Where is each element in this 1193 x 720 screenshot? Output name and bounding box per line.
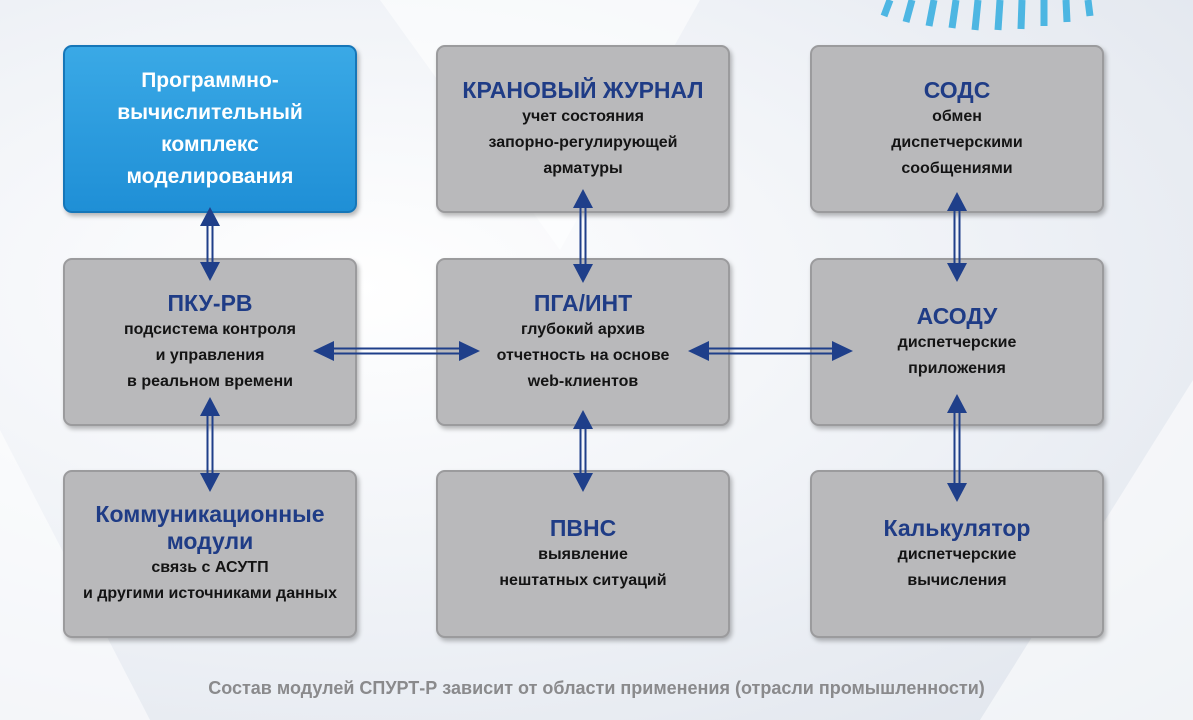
- node-description-line: и другими источниками данных: [82, 585, 337, 602]
- node-title: АСОДУ: [916, 302, 998, 329]
- node-calculator: Калькулятор диспетчерские вычисления: [810, 470, 1104, 638]
- node-description-line: учет состояния: [522, 107, 644, 125]
- node-title-line: моделирования: [126, 165, 294, 188]
- node-sods: СОДС обмен диспетчерскими сообщениями: [810, 45, 1104, 213]
- node-description-line: подсистема контроля: [123, 320, 296, 338]
- node-description-line: сообщениями: [901, 159, 1013, 177]
- node-description-line: нештатных ситуаций: [499, 571, 667, 589]
- node-title: ПГА/ИНТ: [533, 289, 633, 316]
- node-modeling-complex: Программно- вычислительный комплекс моде…: [63, 45, 357, 213]
- node-description-line: в реальном времени: [127, 372, 293, 390]
- node-description-line: связь с АСУТП: [151, 559, 269, 576]
- node-asodu: АСОДУ диспетчерские приложения: [810, 258, 1104, 426]
- node-description-line: запорно-регулирующей: [488, 133, 678, 151]
- node-description-line: вычисления: [907, 571, 1007, 589]
- node-title-line: Коммуникационные: [95, 501, 325, 527]
- node-description-line: глубокий архив: [521, 320, 645, 338]
- node-description-line: выявление: [538, 545, 628, 563]
- node-pku-rv: ПКУ-РВ подсистема контроля и управления …: [63, 258, 357, 426]
- node-description-line: арматуры: [543, 159, 623, 177]
- node-title: ПКУ-РВ: [167, 289, 253, 316]
- node-crane-journal: КРАНОВЫЙ ЖУРНАЛ учет состояния запорно-р…: [436, 45, 730, 213]
- node-title: КРАНОВЫЙ ЖУРНАЛ: [462, 76, 704, 103]
- node-title: ПВНС: [549, 514, 617, 541]
- node-description-line: отчетность на основе: [496, 346, 670, 364]
- node-pvns: ПВНС выявление нештатных ситуаций: [436, 470, 730, 638]
- node-description-line: диспетчерские: [897, 545, 1017, 563]
- diagram-caption: Состав модулей СПУРТ-Р зависит от област…: [208, 678, 985, 698]
- node-pga-int: ПГА/ИНТ глубокий архив отчетность на осн…: [436, 258, 730, 426]
- node-description-line: приложения: [908, 359, 1006, 377]
- node-title-line: Программно-: [141, 69, 279, 92]
- node-title: СОДС: [923, 76, 991, 103]
- node-description-line: диспетчерские: [897, 333, 1017, 351]
- node-title: Калькулятор: [883, 514, 1031, 541]
- node-description-line: и управления: [155, 346, 265, 364]
- node-description-line: обмен: [932, 107, 982, 125]
- node-title-line: комплекс: [161, 133, 259, 156]
- node-description-line: диспетчерскими: [891, 133, 1023, 151]
- node-title-line: вычислительный: [117, 101, 303, 124]
- node-communication-modules: Коммуникационные модули связь с АСУТП и …: [63, 470, 357, 638]
- node-description-line: web-клиентов: [527, 372, 639, 390]
- node-title-line: модули: [166, 528, 254, 554]
